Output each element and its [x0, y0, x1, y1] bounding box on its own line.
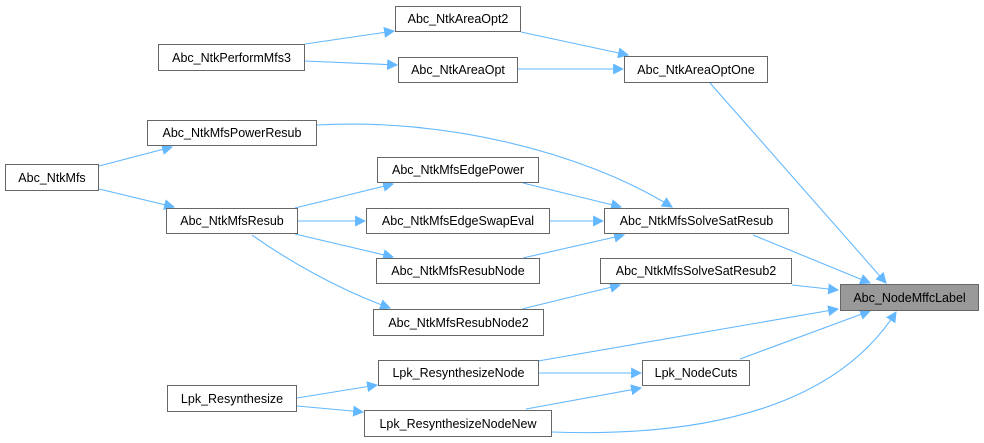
edge-resub-to-resubnode	[294, 233, 395, 261]
edge-pmfs3-to-opt	[304, 59, 399, 71]
edge-lpknodenew-to-lpkcuts	[525, 384, 643, 410]
edge-lpknode-to-mffc	[537, 305, 840, 362]
edge-mfs-to-powerresub	[98, 144, 174, 167]
edge-edgepower-to-solvesat	[522, 182, 623, 210]
edge-resubnode-to-solvesat	[522, 231, 626, 259]
node-abc-ntkperformmfs3[interactable]: Abc_NtkPerformMfs3	[158, 44, 305, 71]
node-abc-ntkmfsresubnode[interactable]: Abc_NtkMfsResubNode	[376, 258, 540, 284]
node-abc-ntkmfsresub[interactable]: Abc_NtkMfsResub	[166, 208, 298, 234]
node-abc-ntkmfsresubnode2[interactable]: Abc_NtkMfsResubNode2	[373, 309, 544, 336]
node-abc-ntkareaoptone[interactable]: Abc_NtkAreaOptOne	[624, 56, 768, 83]
node-lpk-resynthesizenode[interactable]: Lpk_ResynthesizeNode	[378, 360, 539, 386]
node-lpk-nodecuts[interactable]: Lpk_NodeCuts	[642, 360, 750, 386]
node-abc-nodemffclabel-focus: Abc_NodeMffcLabel	[840, 284, 979, 311]
node-abc-ntkmfspowerresub[interactable]: Abc_NtkMfsPowerResub	[147, 120, 317, 146]
node-lpk-resynthesizenodenew[interactable]: Lpk_ResynthesizeNodeNew	[364, 410, 552, 437]
node-abc-ntkmfssolvesatresub2[interactable]: Abc_NtkMfsSolveSatResub2	[600, 258, 792, 284]
edge-opt2-to-optone	[520, 31, 630, 59]
edge-powerresub-to-solvesat	[316, 123, 673, 208]
edge-lpkresyn-to-lpknodenew	[296, 405, 365, 417]
node-abc-ntkmfssolvesatresub[interactable]: Abc_NtkMfsSolveSatResub	[604, 208, 789, 234]
edge-resubnode2-to-solvesat2	[521, 282, 622, 310]
edge-solvesat2-to-mffc	[791, 283, 840, 295]
edge-lpkresyn-to-lpknode	[296, 381, 379, 399]
edge-solvesat-to-mffc	[752, 234, 872, 285]
edge-lpkcuts-to-mffc	[739, 309, 872, 360]
node-lpk-resynthesize[interactable]: Lpk_Resynthesize	[167, 385, 297, 412]
node-abc-ntkmfsedgeswapeval[interactable]: Abc_NtkMfsEdgeSwapEval	[366, 208, 550, 234]
node-abc-ntkmfs[interactable]: Abc_NtkMfs	[5, 164, 99, 191]
edge-resub-to-resubnode2	[251, 234, 392, 310]
edge-resub-to-edgepower	[294, 181, 395, 209]
edge-optone-to-mffc	[709, 82, 887, 284]
edge-mfs-to-resub	[98, 188, 176, 211]
node-abc-ntkareaopt2[interactable]: Abc_NtkAreaOpt2	[395, 6, 521, 32]
node-abc-ntkareaopt[interactable]: Abc_NtkAreaOpt	[398, 57, 518, 83]
edge-pmfs3-to-opt2	[304, 26, 396, 45]
node-abc-ntkmfsedgepower[interactable]: Abc_NtkMfsEdgePower	[377, 157, 539, 183]
edge-lpknodenew-to-mffc	[551, 311, 897, 434]
